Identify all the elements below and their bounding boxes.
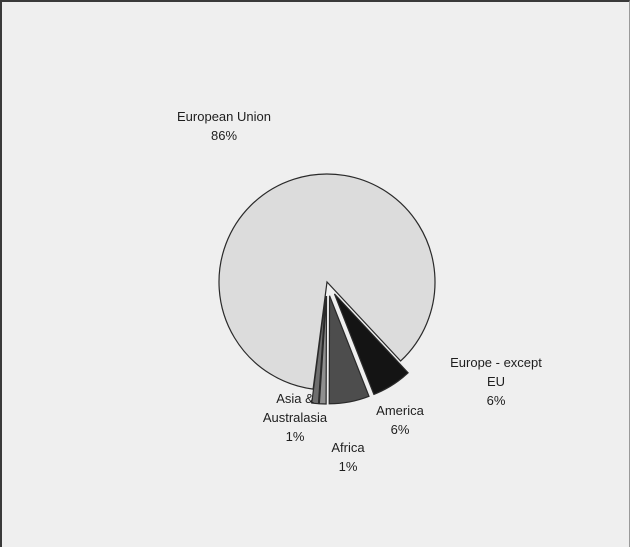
pie-slice-africa — [318, 295, 328, 405]
pie-slice-european-union — [218, 173, 436, 390]
pie-slice-europe-except-eu — [333, 293, 409, 396]
pie-slice-america — [328, 295, 370, 405]
pie-slice-asia-australasia — [311, 295, 327, 405]
